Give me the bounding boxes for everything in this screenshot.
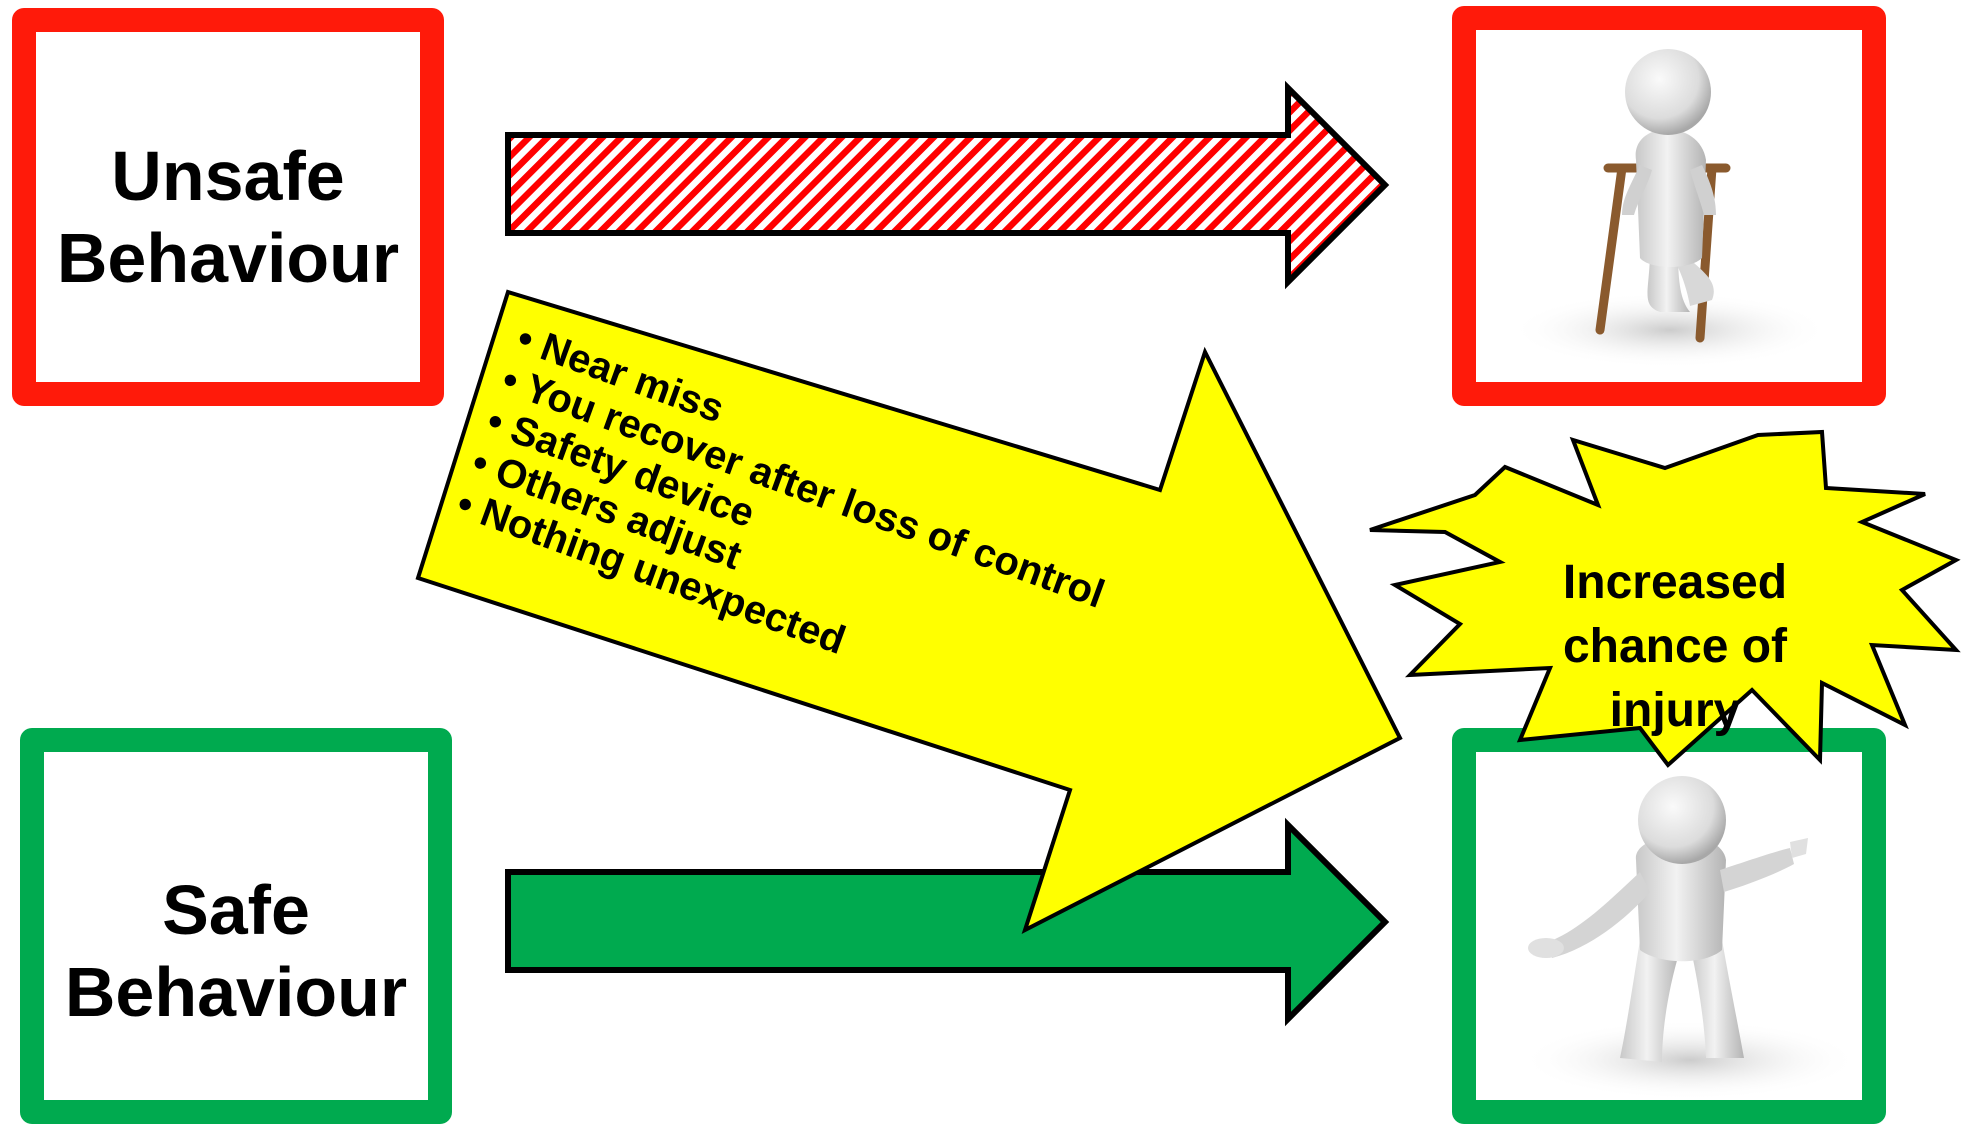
burst-line3: injury	[1610, 684, 1741, 737]
unsafe-arrow	[505, 80, 1390, 290]
burst-line2: chance of	[1563, 620, 1788, 673]
safe-behaviour-box: Safe Behaviour	[20, 728, 452, 1124]
person-shrugging-icon	[1520, 776, 1860, 1100]
safe-arrow	[505, 817, 1390, 1027]
unsafe-line1: Unsafe	[111, 137, 345, 215]
unsafe-behaviour-label: Unsafe Behaviour	[36, 136, 420, 300]
unsafe-behaviour-box: Unsafe Behaviour	[12, 8, 444, 406]
injury-starburst-clean	[1369, 429, 1961, 768]
burst-line1: Increased	[1563, 556, 1787, 609]
unsafe-line2: Behaviour	[56, 218, 400, 297]
injury-burst-label: Increased chance of injury	[1563, 556, 1788, 737]
safe-line2: Behaviour	[64, 952, 408, 1031]
safe-behaviour-label: Safe Behaviour	[44, 870, 428, 1034]
safe-line1: Safe	[162, 871, 310, 949]
person-on-crutches-icon	[1510, 49, 1830, 368]
outcome-arrow	[415, 289, 1403, 934]
